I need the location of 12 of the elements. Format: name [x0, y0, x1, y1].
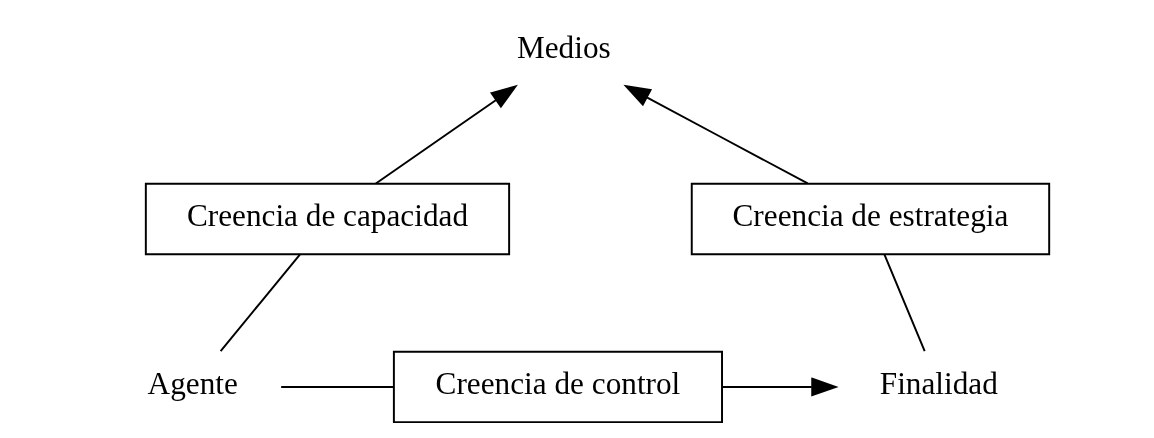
connector [219, 253, 302, 352]
node-box: Creencia de estrategia [690, 182, 1051, 256]
arrow [374, 84, 518, 185]
node-box: Creencia de control [392, 350, 723, 424]
arrow [721, 377, 839, 397]
node-text: Medios [516, 30, 611, 66]
node-box: Creencia de capacidad [144, 182, 511, 256]
connector [883, 253, 926, 352]
arrow [623, 84, 809, 185]
node-text: Agente [147, 366, 238, 402]
connector [280, 386, 395, 388]
node-text: Finalidad [879, 366, 998, 402]
